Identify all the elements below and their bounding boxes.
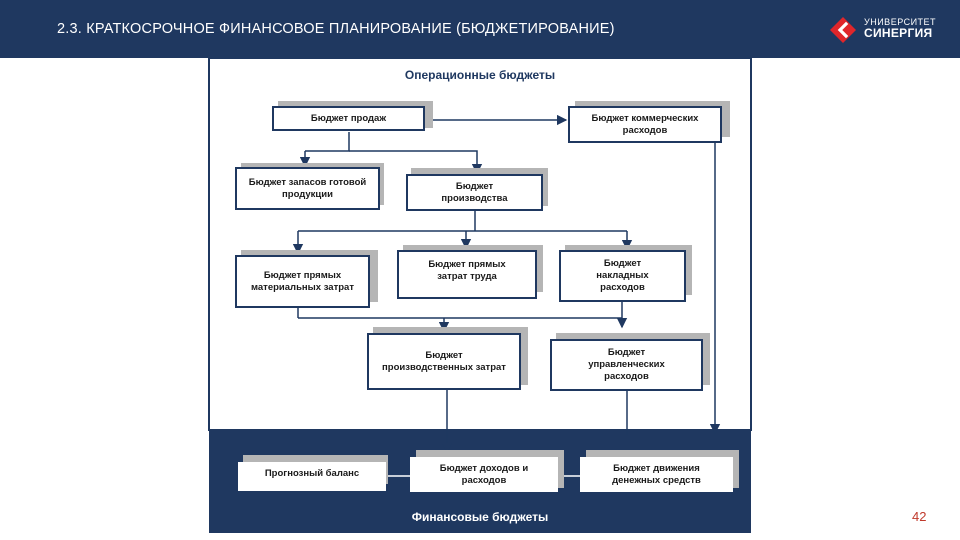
box-cashflow (580, 457, 733, 492)
box-commercial (568, 106, 722, 143)
label-sales: Бюджет продаж (310, 112, 387, 124)
slide-title: 2.3. КРАТКОСРОЧНОЕ ФИНАНСОВОЕ ПЛАНИРОВАН… (57, 21, 615, 37)
box-prod-costs (367, 333, 521, 390)
header-bar: 2.3. КРАТКОСРОЧНОЕ ФИНАНСОВОЕ ПЛАНИРОВАН… (0, 0, 960, 58)
box-income (410, 457, 558, 492)
box-materials (235, 255, 370, 308)
label-balance: Прогнозный баланс (264, 468, 360, 479)
page-number: 42 (912, 509, 927, 524)
label-production: Бюджет производства (441, 180, 508, 204)
synergy-logo-icon (830, 17, 856, 43)
box-balance (238, 462, 386, 491)
financial-budgets-title: Финансовые бюджеты (411, 510, 549, 524)
box-production (406, 174, 543, 211)
label-inventory: Бюджет запасов готовой продукции (248, 176, 367, 200)
label-overhead: Бюджет накладных расходов (596, 258, 649, 293)
operational-budgets-title: Операционные бюджеты (404, 68, 556, 82)
label-income: Бюджет доходов и расходов (439, 462, 529, 486)
arrow-to-production (349, 150, 483, 175)
box-sales (272, 106, 425, 131)
label-cashflow: Бюджет движения денежных средств (612, 462, 701, 486)
label-admin: Бюджет управленческих расходов (588, 347, 665, 382)
logo-text-university: УНИВЕРСИТЕТ (864, 17, 937, 27)
box-overhead (559, 250, 686, 302)
label-commercial: Бюджет коммерческих расходов (591, 112, 699, 136)
label-prod-costs: Бюджет производственных затрат (382, 349, 506, 373)
box-admin (550, 339, 703, 391)
logo-text-synergy: СИНЕРГИЯ (864, 26, 933, 40)
box-labor (397, 250, 537, 299)
label-materials: Бюджет прямых материальных затрат (251, 269, 354, 293)
box-inventory (235, 167, 380, 210)
label-labor: Бюджет прямых затрат труда (428, 259, 506, 282)
